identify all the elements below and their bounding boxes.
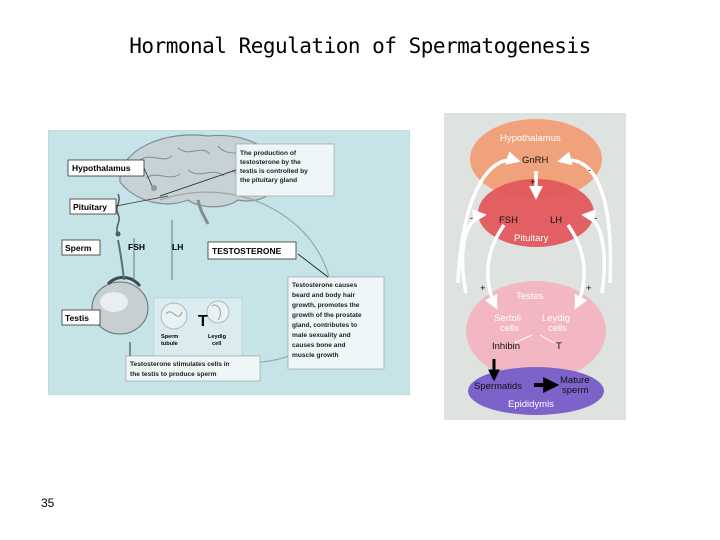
- label-sperm: Sperm: [65, 243, 92, 253]
- label-pituitary: Pituitary: [514, 233, 549, 244]
- label-pituitary: Pituitary: [73, 202, 107, 212]
- note-effects-line1: Testosterone causes: [292, 282, 357, 289]
- note-effects-line7: causes bone and: [292, 342, 346, 349]
- label-lh: LH: [172, 242, 183, 252]
- note-pituitary-control-line2: testosterone by the: [240, 159, 301, 166]
- label-gnrh: GnRH: [522, 155, 549, 166]
- label-spermatids: Spermatids: [474, 381, 522, 392]
- note-pituitary-control-line3: testis is controlled by: [240, 168, 308, 175]
- pituitary-region: [478, 179, 594, 247]
- label-sperm-tubule-line1: Sperm: [161, 334, 178, 340]
- label-testes: Testes: [516, 291, 544, 302]
- label-mature-line1: Mature: [560, 375, 590, 386]
- label-leydig-cell-line1: Leydig: [208, 334, 227, 340]
- label-sperm-tubule-line2: tubule: [161, 341, 178, 347]
- marker-plus-left: +: [480, 283, 486, 294]
- sperm-icon: [116, 193, 120, 235]
- note-stimulates-line2: the testis to produce sperm: [130, 371, 217, 378]
- note-pituitary-control-line4: the pituitary gland: [240, 177, 297, 184]
- note-effects-line5: gland, contributes to: [292, 322, 357, 329]
- marker-minus-left: -: [470, 213, 473, 224]
- note-pituitary-control-line1: The production of: [240, 150, 297, 157]
- label-testosterone: TESTOSTERONE: [212, 246, 282, 256]
- label-leydig-cell-line2: cell: [212, 341, 222, 347]
- note-effects-line8: muscle growth: [292, 352, 339, 359]
- note-effects-line6: male sexuality and: [292, 332, 351, 339]
- label-sertoli-line2: cells: [500, 323, 519, 334]
- slide-title: Hormonal Regulation of Spermatogenesis: [129, 34, 591, 58]
- label-hypothalamus: Hypothalamus: [500, 133, 561, 144]
- epididymis-region: [468, 367, 604, 415]
- note-stimulates-line1: Testosterone stimulates cells in: [130, 361, 230, 368]
- marker-minus-top-right: -: [588, 165, 591, 176]
- testosterone-regulation-figure: Hypothalamus Pituitary Sperm FSH LH TEST…: [48, 130, 410, 395]
- label-fsh: FSH: [499, 215, 518, 226]
- testes-region: [466, 281, 606, 381]
- label-t-symbol: T: [198, 313, 208, 330]
- testis-illustration: [91, 239, 149, 335]
- label-leydig-line1: Leydig: [542, 313, 570, 324]
- note-effects-line2: beard and body hair: [292, 292, 355, 299]
- label-testis: Testis: [65, 313, 89, 323]
- marker-minus-right: -: [594, 213, 597, 224]
- label-sertoli-line1: Sertoli: [494, 313, 521, 324]
- label-leydig-line2: cells: [548, 323, 567, 334]
- label-hypothalamus: Hypothalamus: [72, 163, 131, 173]
- page-number: 35: [41, 496, 55, 510]
- marker-plus-right: +: [586, 283, 592, 294]
- label-mature-line2: sperm: [562, 385, 588, 396]
- note-effects-line4: growth of the prostate: [292, 312, 362, 319]
- label-lh: LH: [550, 215, 562, 226]
- feedback-loop-figure: Hypothalamus GnRH FSH LH Pituitary Teste…: [444, 113, 626, 420]
- marker-plus-gnrh: +: [530, 177, 536, 188]
- label-inhibin: Inhibin: [492, 341, 520, 352]
- note-effects-line3: growth, promotes the: [292, 302, 360, 309]
- label-t: T: [556, 341, 562, 352]
- label-fsh: FSH: [128, 242, 145, 252]
- hypothalamus-region: [470, 119, 602, 199]
- label-epididymis: Epididymis: [508, 399, 554, 410]
